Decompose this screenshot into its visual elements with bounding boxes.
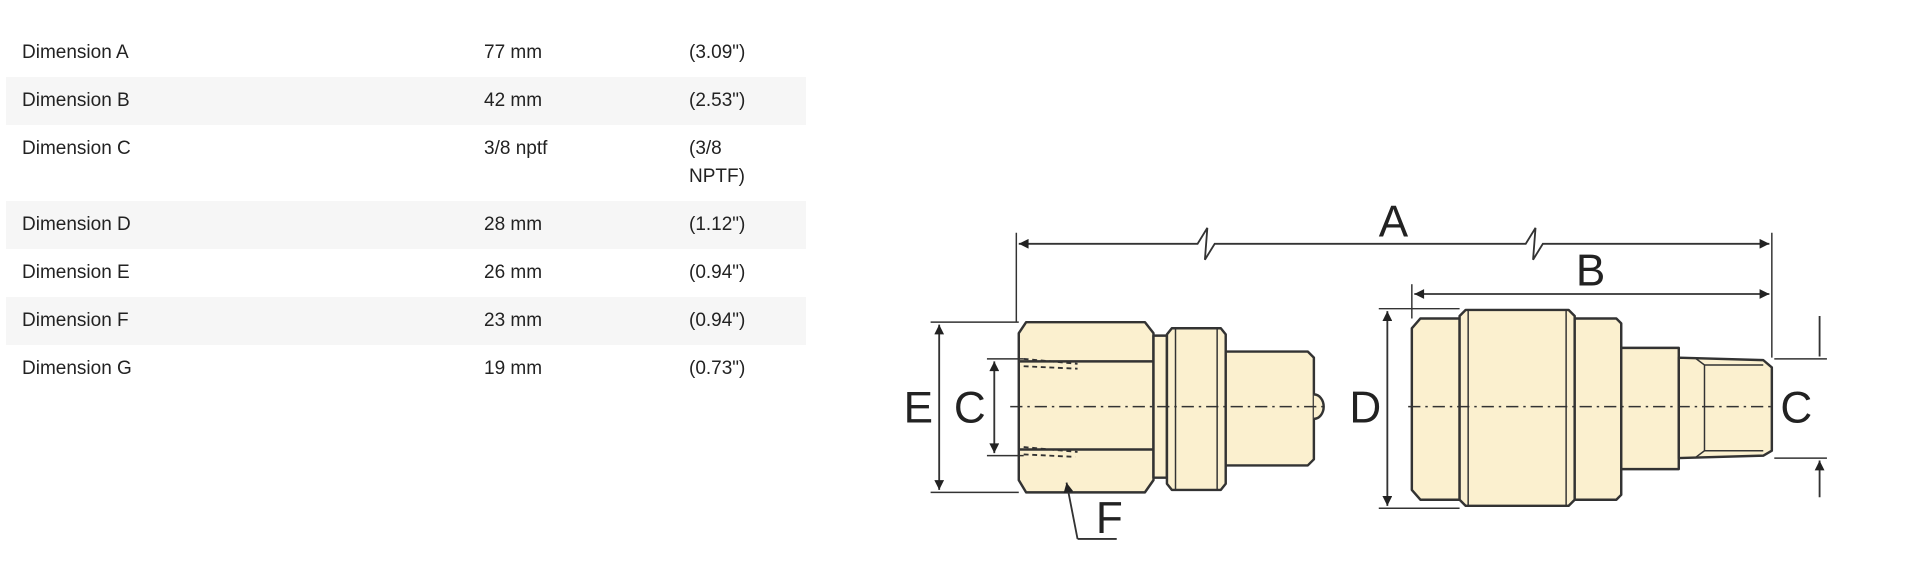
label-d: D: [1349, 384, 1381, 433]
dimension-metric: 26 mm: [484, 262, 543, 283]
label-a: A: [1379, 197, 1409, 246]
dimension-metric: 28 mm: [484, 214, 543, 235]
dimension-label: Dimension G: [22, 358, 132, 379]
label-c-right: C: [1780, 384, 1812, 433]
dimension-f-leader: [1067, 483, 1117, 540]
dimension-a-line: [1018, 227, 1770, 261]
dimension-label: Dimension E: [22, 262, 130, 283]
dimension-imperial: (1.12"): [689, 214, 746, 235]
label-e: E: [904, 384, 933, 433]
dimension-metric: 19 mm: [484, 358, 543, 379]
dimension-metric: 23 mm: [484, 310, 543, 331]
table-row: Dimension D 28 mm (1.12"): [6, 201, 806, 249]
table-row: Dimension C 3/8 nptf (3/8 NPTF): [6, 125, 806, 201]
dimension-imperial: (3/8 NPTF): [689, 138, 745, 187]
dimension-imperial: (0.73"): [689, 358, 746, 379]
dimension-label: Dimension D: [22, 214, 131, 235]
table-row: Dimension F 23 mm (0.94"): [6, 297, 806, 345]
dimensions-table: Dimension A 77 mm (3.09") Dimension B 42 mm…: [6, 29, 806, 393]
dimension-metric: 3/8 nptf: [484, 138, 548, 159]
dimension-imperial: (0.94"): [689, 310, 746, 331]
table-row: Dimension A 77 mm (3.09"): [6, 29, 806, 77]
dimension-imperial: (3.09"): [689, 42, 746, 63]
dimension-label: Dimension F: [22, 310, 129, 331]
label-c-left: C: [954, 384, 986, 433]
dimension-label: Dimension C: [22, 138, 131, 159]
table-row: Dimension B 42 mm (2.53"): [6, 77, 806, 125]
label-b: B: [1576, 246, 1605, 295]
label-f: F: [1096, 494, 1123, 543]
male-nipple: [1410, 308, 1774, 508]
table-row: Dimension G 19 mm (0.73"): [6, 345, 806, 393]
dimension-label: Dimension A: [22, 42, 129, 63]
table-row: Dimension E 26 mm (0.94"): [6, 249, 806, 297]
dimension-imperial: (0.94"): [689, 262, 746, 283]
dimension-metric: 77 mm: [484, 42, 543, 63]
dimension-label: Dimension B: [22, 90, 130, 111]
dimension-metric: 42 mm: [484, 90, 543, 111]
dimension-imperial: (2.53"): [689, 90, 746, 111]
